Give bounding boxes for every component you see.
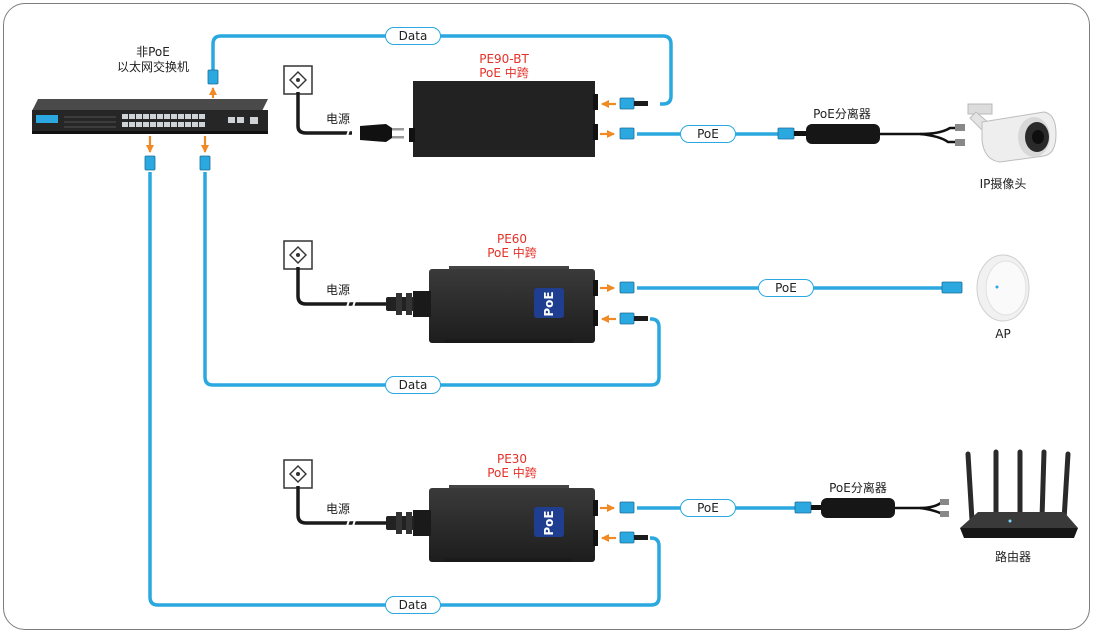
splitter-1-label: PoE分离器 xyxy=(813,107,871,121)
poe-link-label-1: PoE xyxy=(680,125,736,143)
switch-arrows xyxy=(146,87,217,153)
ap-label: AP xyxy=(995,327,1011,341)
poe-cables xyxy=(637,132,942,510)
splitter-2-label: PoE分离器 xyxy=(829,481,887,495)
power-cord-3 xyxy=(296,486,390,525)
injector-2-type: PoE 中跨 xyxy=(487,246,537,260)
switch-title-line1: 非PoE xyxy=(136,45,170,59)
svg-text:PoE: PoE xyxy=(542,510,556,535)
poe-logo-icon xyxy=(534,288,564,318)
power-label-3: 电源 xyxy=(325,502,350,516)
data-cable-2 xyxy=(203,172,661,387)
pe30-injector-device: PoE xyxy=(413,485,598,562)
data-cable-3 xyxy=(148,172,661,607)
data-link-label-1: Data xyxy=(385,27,441,45)
pe60-injector-device: PoE xyxy=(413,266,598,343)
injector-arrows xyxy=(600,100,616,542)
injector-3-type: PoE 中跨 xyxy=(487,466,537,480)
poe-link-label-3: PoE xyxy=(680,499,736,517)
diagram-frame xyxy=(3,3,1090,630)
router-label: 路由器 xyxy=(994,550,1031,564)
injector-2-model: PE60 xyxy=(496,232,528,246)
splitter-1-device xyxy=(777,124,965,146)
splitter-2-device xyxy=(794,498,949,518)
power-cord-2 xyxy=(296,267,390,306)
poe-logo-icon xyxy=(534,507,564,537)
power-outlet-icon xyxy=(283,65,313,95)
pe90-injector-device xyxy=(409,81,598,157)
data-cable-1 xyxy=(211,34,673,106)
power-plug-icon xyxy=(386,293,414,315)
power-plug-icon xyxy=(386,512,414,534)
injector-plugs xyxy=(619,97,648,544)
poe-link-label-2: PoE xyxy=(758,279,814,297)
power-outlet-icon xyxy=(283,240,313,270)
router-icon xyxy=(960,449,1078,538)
ip-camera-icon xyxy=(967,103,1057,163)
injector-1-type: PoE 中跨 xyxy=(479,66,529,80)
switch-connectors xyxy=(144,69,219,171)
power-outlet-icon xyxy=(283,459,313,489)
power-label-2: 电源 xyxy=(325,283,350,297)
camera-label: IP摄像头 xyxy=(979,177,1027,191)
access-point-icon xyxy=(941,254,1030,322)
data-link-label-2: Data xyxy=(385,376,441,394)
svg-text:PoE: PoE xyxy=(542,291,556,316)
injector-3-model: PE30 xyxy=(496,452,528,466)
power-label-1: 电源 xyxy=(325,112,350,126)
switch-title-line2: 以太网交换机 xyxy=(116,60,189,74)
power-cord-1 xyxy=(296,92,352,135)
poe-switch-device xyxy=(32,99,268,134)
power-plug-icon xyxy=(360,124,404,142)
data-link-label-3: Data xyxy=(385,596,441,614)
injector-1-model: PE90-BT xyxy=(479,52,529,66)
data-cables xyxy=(148,34,673,607)
